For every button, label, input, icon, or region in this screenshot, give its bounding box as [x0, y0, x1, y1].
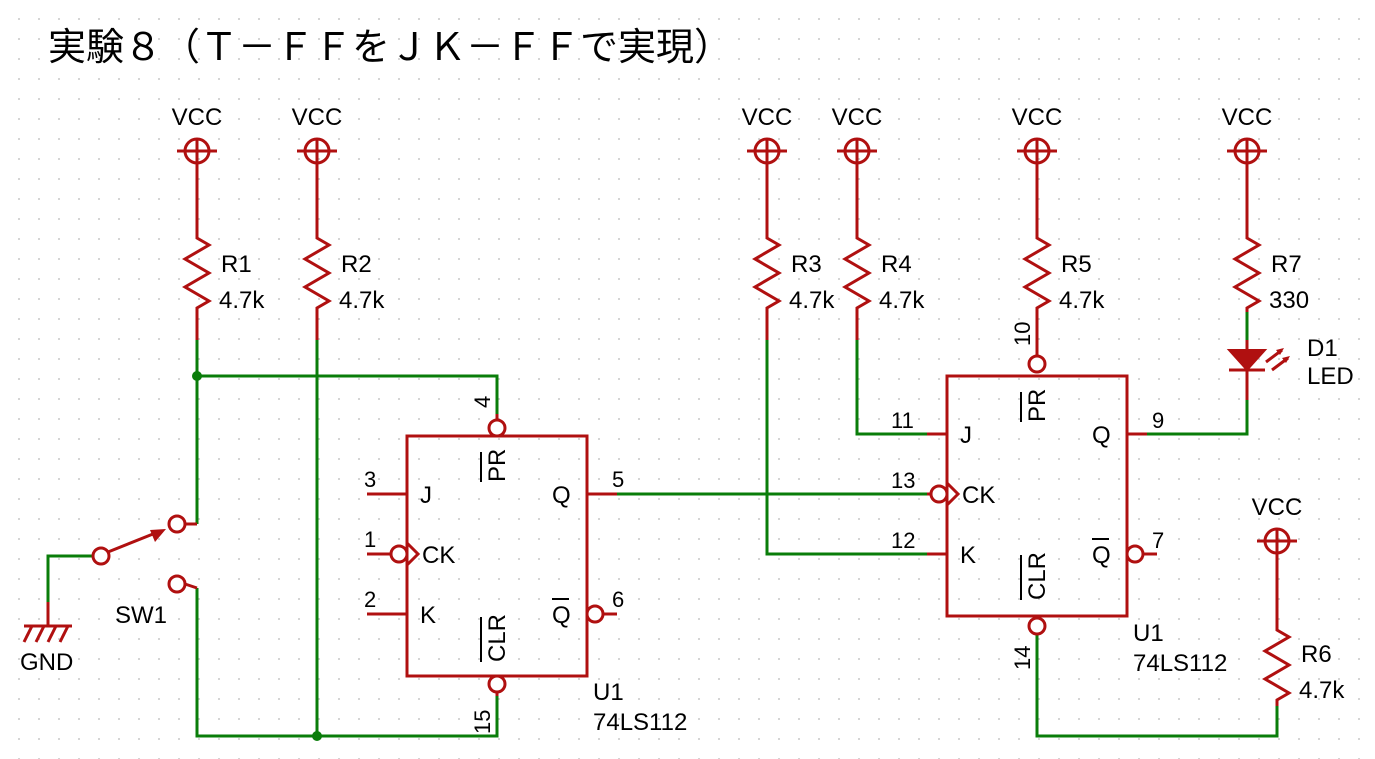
- vcc-symbol-r6: VCC: [1252, 494, 1303, 626]
- svg-text:4.7k: 4.7k: [339, 287, 385, 314]
- switch-sw1: SW1: [91, 514, 198, 629]
- svg-text:R4: R4: [881, 251, 912, 278]
- svg-text:11: 11: [891, 408, 914, 433]
- svg-text:K: K: [960, 542, 976, 569]
- svg-text:R1: R1: [221, 251, 252, 278]
- svg-text:4.7k: 4.7k: [1059, 287, 1105, 314]
- resistor-r1: R1 4.7k: [182, 234, 265, 340]
- vcc-symbol-r7: VCC: [1222, 104, 1273, 234]
- svg-text:VCC: VCC: [1222, 104, 1273, 131]
- svg-text:PR: PR: [1024, 389, 1051, 422]
- resistor-r4: R4 4.7k: [842, 234, 925, 340]
- svg-text:6: 6: [612, 587, 624, 612]
- svg-text:4.7k: 4.7k: [879, 287, 925, 314]
- svg-text:1: 1: [364, 527, 376, 552]
- svg-text:Q: Q: [552, 482, 571, 509]
- vcc-symbol-r4: VCC: [832, 104, 883, 234]
- junction-dot: [312, 731, 322, 741]
- svg-text:13: 13: [891, 468, 915, 493]
- svg-text:14: 14: [1010, 646, 1035, 670]
- svg-text:J: J: [420, 482, 432, 509]
- wire-r3-k: [765, 340, 927, 556]
- wire-clr-r6: [1035, 634, 1279, 738]
- ic-left-74ls112: J CK K Q Q PR CLR 3 1 2 5 6 4 15 U1 74LS…: [364, 396, 687, 736]
- svg-text:R2: R2: [341, 251, 372, 278]
- svg-text:5: 5: [612, 467, 624, 492]
- svg-text:Q: Q: [552, 602, 571, 629]
- svg-text:VCC: VCC: [742, 104, 793, 131]
- svg-text:CK: CK: [422, 542, 455, 569]
- svg-text:U1: U1: [1133, 620, 1164, 647]
- wire-r4-j: [855, 340, 927, 436]
- wire-r1-pr-left: [197, 374, 499, 414]
- svg-text:PR: PR: [484, 449, 511, 482]
- svg-text:4.7k: 4.7k: [789, 287, 835, 314]
- svg-text:K: K: [420, 602, 436, 629]
- resistor-r2: R2 4.7k: [302, 234, 385, 340]
- resistor-r5: R5 4.7k: [1022, 234, 1105, 356]
- svg-text:CLR: CLR: [1024, 552, 1051, 600]
- svg-text:3: 3: [364, 467, 376, 492]
- led-d1: D1 LED: [1226, 335, 1354, 400]
- svg-text:15: 15: [470, 710, 495, 734]
- svg-text:GND: GND: [20, 649, 73, 676]
- svg-text:Q: Q: [1092, 542, 1111, 569]
- svg-text:VCC: VCC: [832, 104, 883, 131]
- svg-text:SW1: SW1: [115, 602, 167, 629]
- vcc-symbol-r5: VCC: [1012, 104, 1063, 234]
- vcc-symbol-r2: VCC: [292, 104, 343, 234]
- junction-dot: [192, 371, 202, 381]
- svg-text:12: 12: [891, 528, 915, 553]
- svg-text:Q: Q: [1092, 422, 1111, 449]
- svg-text:VCC: VCC: [292, 104, 343, 131]
- svg-text:4.7k: 4.7k: [1299, 677, 1345, 704]
- resistor-r7: R7 330: [1232, 234, 1309, 314]
- svg-text:D1: D1: [1307, 335, 1338, 362]
- svg-text:4: 4: [470, 396, 495, 408]
- wire-q-led: [1147, 400, 1249, 436]
- vcc-symbol-r1: VCC: [172, 104, 223, 234]
- svg-text:9: 9: [1152, 408, 1164, 433]
- resistor-r6: R6 4.7k: [1262, 626, 1345, 706]
- svg-text:J: J: [960, 422, 972, 449]
- svg-text:330: 330: [1269, 287, 1309, 314]
- svg-text:R6: R6: [1301, 641, 1332, 668]
- svg-text:VCC: VCC: [1012, 104, 1063, 131]
- svg-text:10: 10: [1010, 322, 1035, 346]
- svg-text:LED: LED: [1307, 363, 1354, 390]
- svg-text:VCC: VCC: [1252, 494, 1303, 521]
- gnd-symbol: GND: [20, 602, 73, 676]
- svg-text:4.7k: 4.7k: [219, 287, 265, 314]
- wire-gnd-switch: [46, 554, 92, 602]
- resistor-r3: R3 4.7k: [752, 234, 835, 340]
- svg-text:U1: U1: [593, 679, 624, 706]
- ic-right-74ls112: J CK K Q Q PR CLR 11 13 12 9 7 10 14 U1 …: [891, 322, 1227, 677]
- page-title: 実験８（Ｔ－ＦＦをＪＫ－ＦＦで実現）: [48, 25, 732, 69]
- svg-text:CLR: CLR: [484, 614, 511, 662]
- svg-text:R7: R7: [1271, 251, 1302, 278]
- wires: [46, 310, 1279, 738]
- vcc-symbol-r3: VCC: [742, 104, 793, 234]
- svg-text:74LS112: 74LS112: [593, 709, 687, 736]
- svg-text:74LS112: 74LS112: [1133, 650, 1227, 677]
- svg-text:7: 7: [1152, 528, 1164, 553]
- svg-text:CK: CK: [962, 482, 995, 509]
- svg-text:R3: R3: [791, 251, 822, 278]
- svg-text:VCC: VCC: [172, 104, 223, 131]
- svg-text:R5: R5: [1061, 251, 1092, 278]
- wire-clr-left: [195, 588, 499, 738]
- svg-text:2: 2: [364, 587, 376, 612]
